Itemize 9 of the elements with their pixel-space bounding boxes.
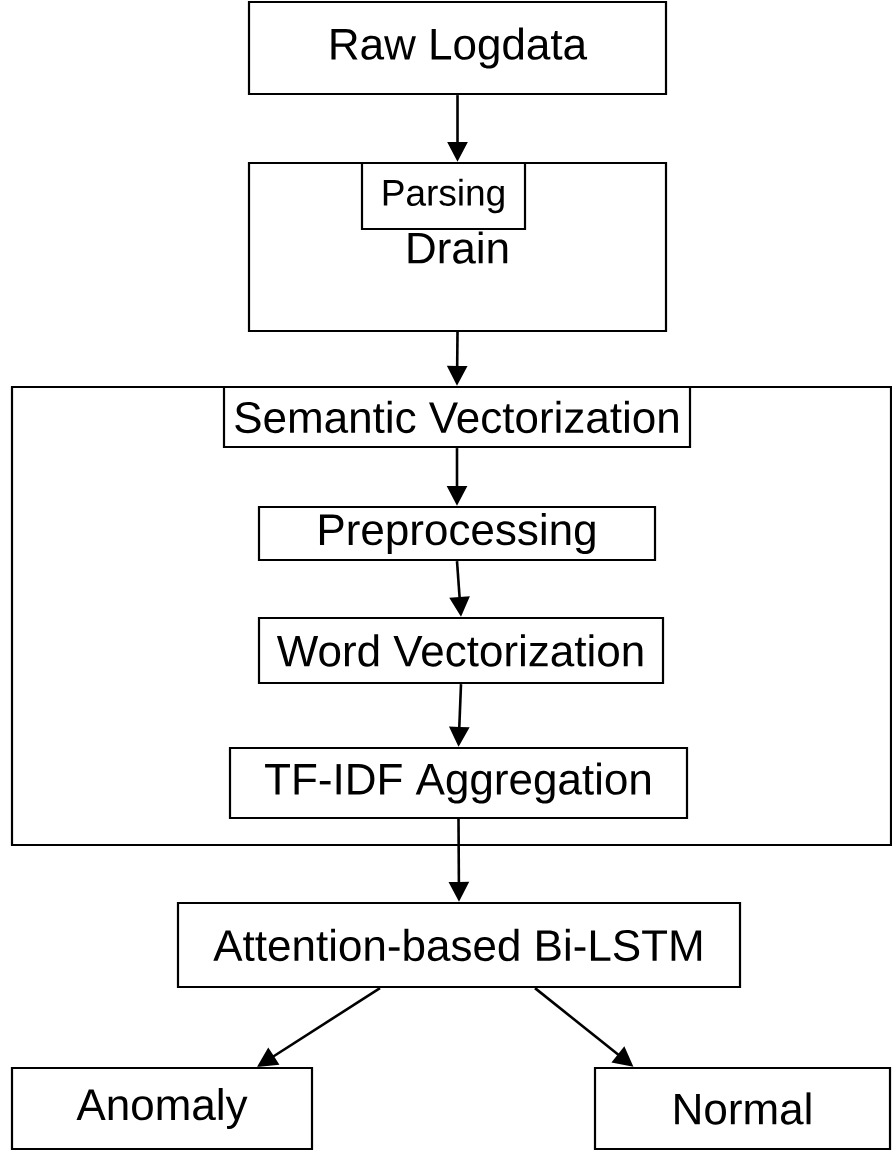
process-box: Preprocessing [257, 505, 657, 562]
process-box: Normal [593, 1066, 892, 1151]
process-box: Parsing [360, 161, 527, 231]
process-box: TF-IDF Aggregation [228, 746, 689, 820]
process-box: Semantic Vectorization [222, 385, 692, 449]
process-box: Attention-based Bi-LSTM [176, 901, 742, 989]
process-box: Word Vectorization [257, 616, 665, 685]
process-box: Raw Logdata [247, 0, 668, 96]
process-box: Anomaly [10, 1066, 314, 1151]
